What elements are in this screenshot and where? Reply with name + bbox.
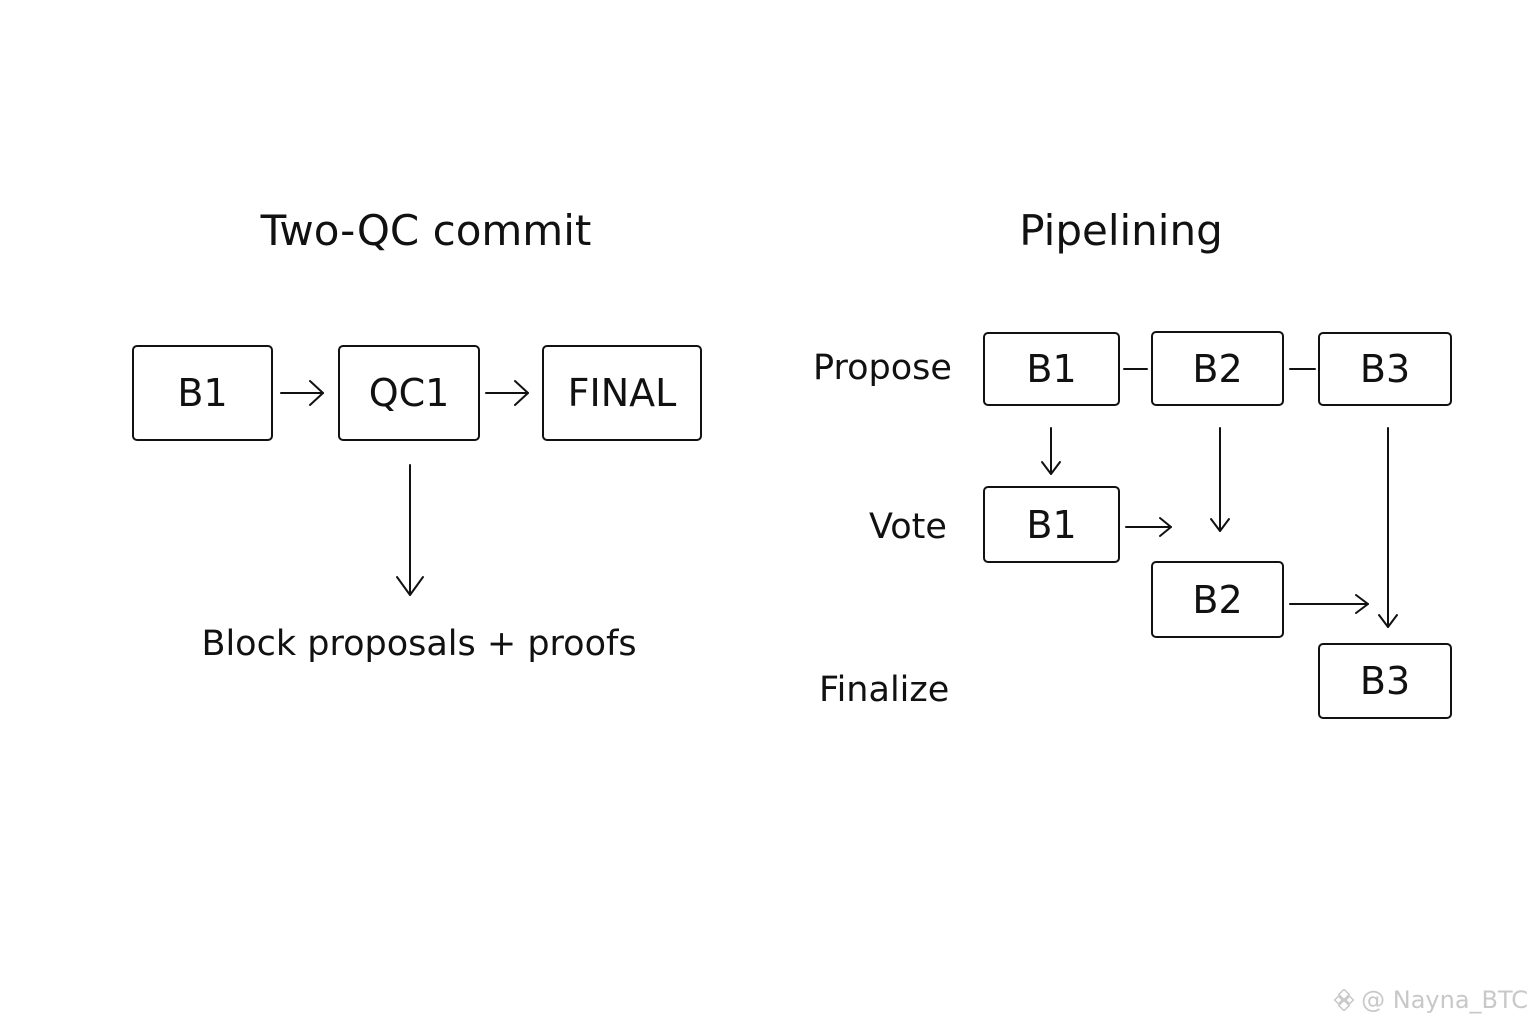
pipelining-title: Pipelining (1019, 206, 1223, 255)
two-qc-caption: Block proposals + proofs (201, 624, 637, 664)
row-label-propose: Propose (813, 348, 952, 388)
binance-diamond-icon (1333, 989, 1355, 1011)
arrow-propose-b1-to-vote-b1 (1041, 427, 1061, 475)
final-state: FINAL (542, 345, 702, 441)
row-label-vote: Vote (869, 507, 947, 547)
arrow-qc1-to-final (485, 380, 529, 406)
two-qc-title: Two-QC commit (260, 206, 592, 255)
vote-block-b2: B2 (1151, 561, 1284, 638)
finalize-block-b3: B3 (1318, 643, 1452, 719)
arrow-propose-b2-down (1210, 427, 1230, 532)
arrow-vote-b2-right (1289, 594, 1369, 614)
arrow-propose-b3-down (1378, 427, 1398, 628)
arrow-b1-to-qc1 (280, 380, 324, 406)
quorum-certificate-qc1: QC1 (338, 345, 480, 441)
arrow-vote-b1-right (1125, 517, 1172, 537)
block-b1: B1 (132, 345, 273, 441)
watermark-text: @ Nayna_BTC (1361, 986, 1528, 1014)
row-label-finalize: Finalize (819, 670, 950, 710)
vote-block-b1: B1 (983, 486, 1120, 563)
propose-block-b2: B2 (1151, 331, 1284, 406)
arrow-qc1-down (396, 464, 424, 596)
propose-block-b3: B3 (1318, 332, 1452, 406)
propose-block-b1: B1 (983, 332, 1120, 406)
watermark: @ Nayna_BTC (1333, 986, 1528, 1014)
